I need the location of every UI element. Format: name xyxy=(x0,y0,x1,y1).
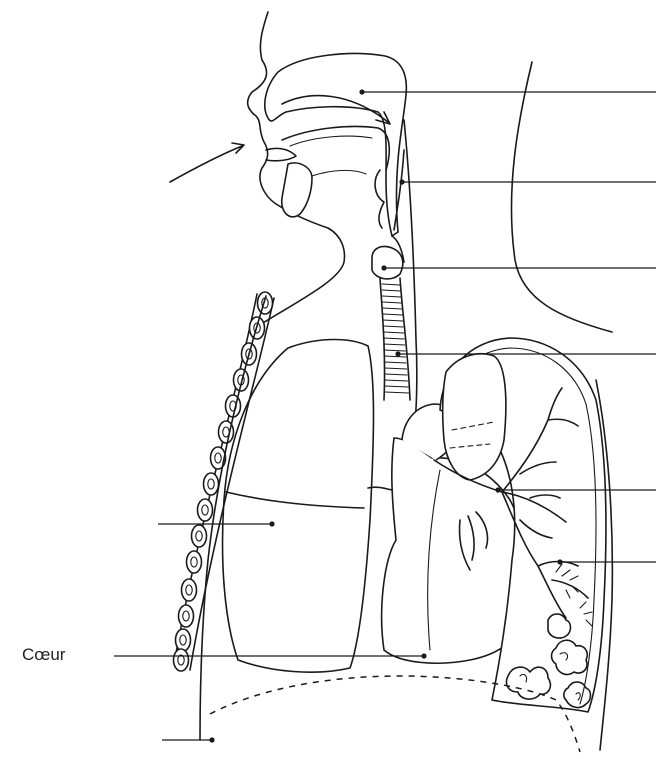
rib-section xyxy=(176,629,191,651)
trachea-ring xyxy=(384,356,406,357)
rib-section xyxy=(192,525,207,547)
rib-section xyxy=(179,605,194,627)
rib-section xyxy=(198,499,213,521)
jaw-floor xyxy=(312,170,366,176)
trachea-ring xyxy=(382,290,400,291)
trachea-ring xyxy=(384,368,406,369)
rib-section xyxy=(174,649,189,671)
back-of-head xyxy=(511,62,612,332)
trachea-ring xyxy=(382,284,400,285)
incoming-air-arrow xyxy=(170,146,242,182)
trachea-ring xyxy=(385,392,409,393)
rib-section xyxy=(234,369,249,391)
trachea-ring xyxy=(383,326,403,327)
trachea-ring xyxy=(384,374,407,375)
trachea-ring xyxy=(383,314,403,315)
trachea-ring xyxy=(383,308,402,309)
trachea-ring xyxy=(384,344,405,345)
rib-section xyxy=(258,292,273,314)
trachea-ring xyxy=(383,320,403,321)
trachea-ring xyxy=(385,386,408,387)
trachea-ring xyxy=(382,302,401,303)
rib-section xyxy=(182,579,197,601)
larynx xyxy=(372,246,403,278)
rib-section xyxy=(187,551,202,573)
palate-inner xyxy=(290,136,372,146)
tongue xyxy=(282,163,312,217)
heart-label: Cœur xyxy=(22,645,65,665)
trachea-ring xyxy=(382,296,401,297)
trachea-ring xyxy=(384,350,405,351)
trachea-ring xyxy=(384,362,406,363)
lips xyxy=(266,148,296,160)
trachea-ring xyxy=(385,380,408,381)
pharynx-wall xyxy=(375,170,384,228)
trachea-ring xyxy=(383,332,404,333)
esophagus-line xyxy=(404,120,417,430)
rib-section xyxy=(204,473,219,495)
left-upper-lobe xyxy=(443,354,506,480)
trachea-rings xyxy=(382,284,409,393)
trachea-ring xyxy=(383,338,404,339)
